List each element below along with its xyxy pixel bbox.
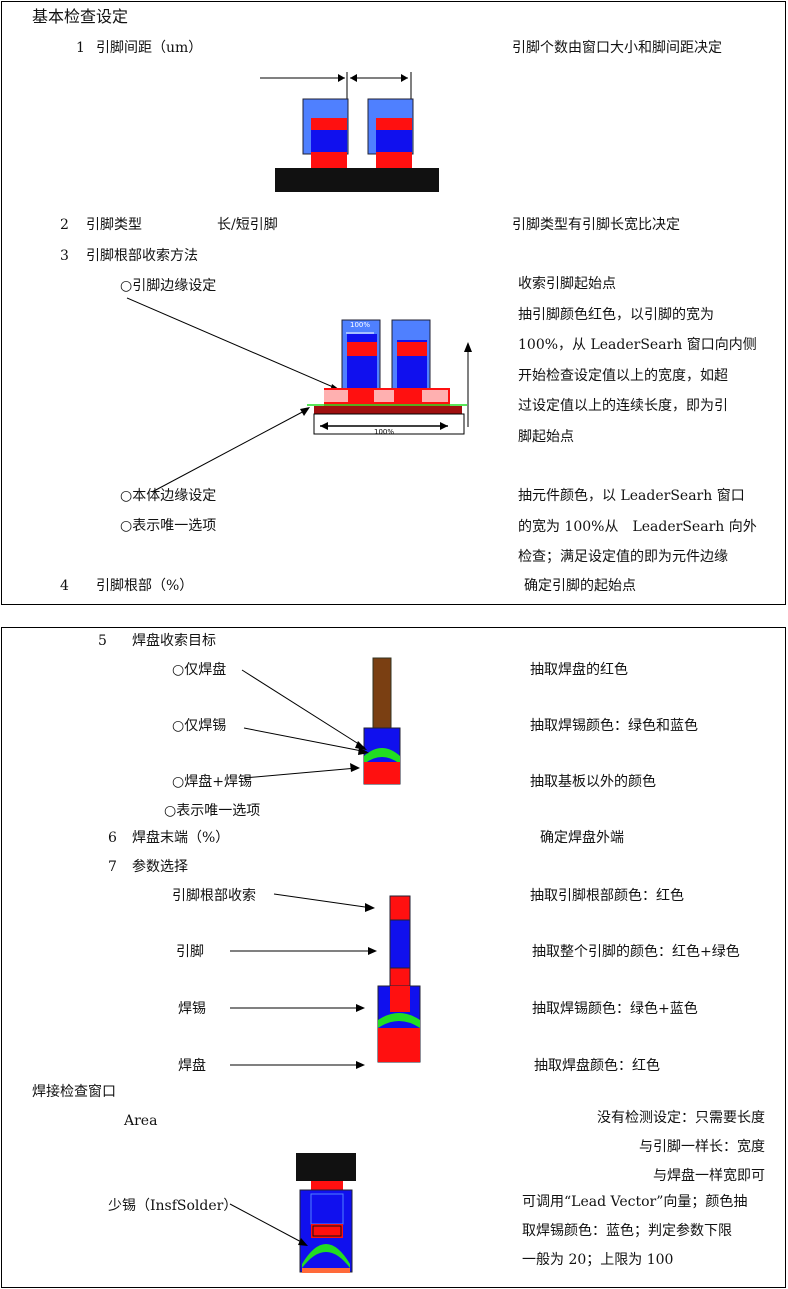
item7-number: 7 xyxy=(108,859,117,875)
insuf-desc-line: 取焊锡颜色：蓝色；判定参数下限 xyxy=(522,1223,732,1239)
param-pad[interactable]: 焊盘 xyxy=(178,1058,206,1074)
item2-value: 长/短引脚 xyxy=(217,217,278,233)
pointer-pad-and-solder xyxy=(243,767,358,779)
option-pad-only[interactable]: ○仅焊盘 xyxy=(172,662,227,678)
item1-desc: 引脚个数由窗口大小和脚间距决定 xyxy=(512,40,722,56)
desc-solder-only: 抽取焊锡颜色：绿色和蓝色 xyxy=(530,718,698,734)
item3-desc-line: 脚起始点 xyxy=(518,428,574,445)
option-lead-edge[interactable]: ○引脚边缘设定 xyxy=(120,278,217,294)
item3-desc2: 抽元件颜色，以 LeaderSearh 窗口 的宽为 100%从 LeaderS… xyxy=(518,481,757,573)
lead-pitch-diagram xyxy=(260,72,439,192)
lead-root-search-diagram: 100% 100% xyxy=(126,297,472,493)
option-unique-note-2: ○表示唯一选项 xyxy=(164,803,261,819)
component-body xyxy=(296,1153,356,1181)
basic-inspection-panel: 基本检查设定 1 引脚间距（um） 引脚个数由窗口大小和脚间距决定 2 引脚类型… xyxy=(1,1,786,605)
param-lead[interactable]: 引脚 xyxy=(176,944,204,960)
parameter-selection-diagram xyxy=(230,893,421,1069)
desc-pad-only: 抽取焊盘的红色 xyxy=(530,662,628,678)
item2-label: 引脚类型 xyxy=(86,217,142,233)
item3-desc2-line: 抽元件颜色，以 LeaderSearh 窗口 xyxy=(518,488,745,504)
pad-search-diagram xyxy=(241,657,401,785)
pad-weld-panel: 5 焊盘收索目标 ○仅焊盘 抽取焊盘的红色 ○仅焊锡 抽取焊锡颜色：绿色和蓝色 … xyxy=(1,627,786,1288)
item3-desc-line: 抽引脚颜色红色，以引脚的宽为 xyxy=(518,306,714,323)
pointer-line-body-edge xyxy=(151,408,309,493)
param-solder-desc: 抽取焊锡颜色：绿色+蓝色 xyxy=(532,1001,698,1017)
option-unique-note: ○表示唯一选项 xyxy=(120,518,217,534)
insufficient-solder-diagram xyxy=(229,1153,356,1273)
item2-number: 2 xyxy=(60,217,69,233)
item5-label: 焊盘收索目标 xyxy=(132,633,216,649)
item3-desc-line: 过设定值以上的连续长度，即为引 xyxy=(518,398,728,414)
item3-number: 3 xyxy=(60,248,69,264)
fig-label-100-top: 100% xyxy=(350,321,370,329)
item3-desc2-line: 的宽为 100%从 LeaderSearh 向外 xyxy=(518,518,757,535)
area-desc-line: 与焊盘一样宽即可 xyxy=(653,1168,765,1184)
param-lead-desc: 抽取整个引脚的颜色：红色+绿色 xyxy=(532,944,740,960)
pointer-pad-only xyxy=(241,669,366,749)
pointer-insufficient-solder xyxy=(229,1203,306,1245)
item3-label: 引脚根部收索方法 xyxy=(86,248,198,264)
param-solder[interactable]: 焊锡 xyxy=(178,1001,206,1017)
item3-desc-line: 收索引脚起始点 xyxy=(518,276,616,292)
item6-label: 焊盘末端（%） xyxy=(132,830,230,846)
item4-number: 4 xyxy=(60,578,69,594)
item4-desc: 确定引脚的起始点 xyxy=(524,578,636,594)
option-solder-only[interactable]: ○仅焊锡 xyxy=(172,718,227,734)
option-pad-and-solder[interactable]: ○焊盘+焊锡 xyxy=(172,774,252,790)
area-desc-line: 没有检测设定：只需要长度 xyxy=(597,1110,765,1126)
item6-desc: 确定焊盘外端 xyxy=(540,830,624,846)
insuf-desc-line: 一般为 20；上限为 100 xyxy=(522,1252,674,1268)
item4-label: 引脚根部（%） xyxy=(96,578,194,594)
pointer-lead-root xyxy=(273,893,373,909)
item1-label: 引脚间距（um） xyxy=(96,40,203,56)
item3-desc-line: 开始检查设定值以上的宽度，如超 xyxy=(518,367,728,384)
item1-number: 1 xyxy=(76,40,85,56)
area-desc-line: 与引脚一样长：宽度 xyxy=(639,1139,765,1155)
desc-pad-and-solder: 抽取基板以外的颜色 xyxy=(530,774,656,790)
fig-label-100-bottom: 100% xyxy=(374,428,394,436)
item5-number: 5 xyxy=(98,633,107,649)
weld-window-title: 焊接检查窗口 xyxy=(32,1084,116,1100)
item6-number: 6 xyxy=(108,830,117,846)
pointer-solder-only xyxy=(243,727,368,753)
insuf-desc-line: 可调用“Lead Vector”向量；颜色抽 xyxy=(522,1194,748,1210)
param-lead-root[interactable]: 引脚根部收索 xyxy=(172,888,256,904)
area-label[interactable]: Area xyxy=(124,1113,158,1129)
item7-label: 参数选择 xyxy=(132,859,188,875)
option-body-edge[interactable]: ○本体边缘设定 xyxy=(120,488,217,504)
insufficient-solder-label[interactable]: 少锡（InsfSolder） xyxy=(108,1198,238,1214)
param-lead-root-desc: 抽取引脚根部颜色：红色 xyxy=(530,888,684,904)
param-pad-desc: 抽取焊盘颜色：红色 xyxy=(534,1058,660,1074)
item2-desc: 引脚类型有引脚长宽比决定 xyxy=(512,217,680,233)
insufficient-solder-desc: 可调用“Lead Vector”向量；颜色抽 取焊锡颜色：蓝色；判定参数下限 一… xyxy=(522,1188,747,1275)
item3-desc-line: 100%，从 LeaderSearh 窗口向内侧 xyxy=(518,337,757,353)
board-base xyxy=(275,168,439,192)
item3-desc: 收索引脚起始点 抽引脚颜色红色，以引脚的宽为 100%，从 LeaderSear… xyxy=(518,269,757,452)
area-desc: 没有检测设定：只需要长度 与引脚一样长：宽度 与焊盘一样宽即可 xyxy=(597,1104,765,1191)
pointer-line-lead-edge xyxy=(126,297,341,391)
panel-title: 基本检查设定 xyxy=(32,7,129,26)
item3-desc2-line: 检查；满足设定值的即为元件边缘 xyxy=(518,549,728,565)
